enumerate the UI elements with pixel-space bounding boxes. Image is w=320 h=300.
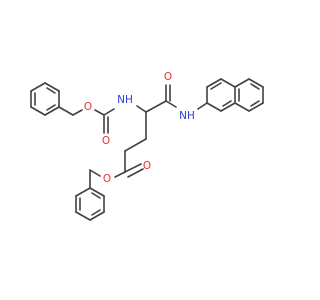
n-amide-label: NH [179,110,195,122]
o-carbamate-carbonyl-label: O [102,135,110,147]
amide-chain [145,84,208,113]
o-ester-ether-label: O [103,173,111,185]
bonds [30,78,264,221]
ester-chain [89,111,147,189]
o-carbamate-ether-label: O [84,101,92,113]
molecule-diagram: O O NH O NH O O [30,71,264,221]
n-carbamate-label: NH [117,94,133,106]
structure-canvas: O O NH O NH O O [30,71,264,221]
benzene-ring-top [30,82,60,116]
o-ester-carbonyl-label: O [143,160,151,172]
atom-labels: O O NH O NH O O [84,71,195,185]
naphthalene-ring [206,78,264,112]
carbamate-chain [58,105,147,134]
benzene-ring-bottom [75,187,105,221]
o-amide-label: O [164,71,172,83]
